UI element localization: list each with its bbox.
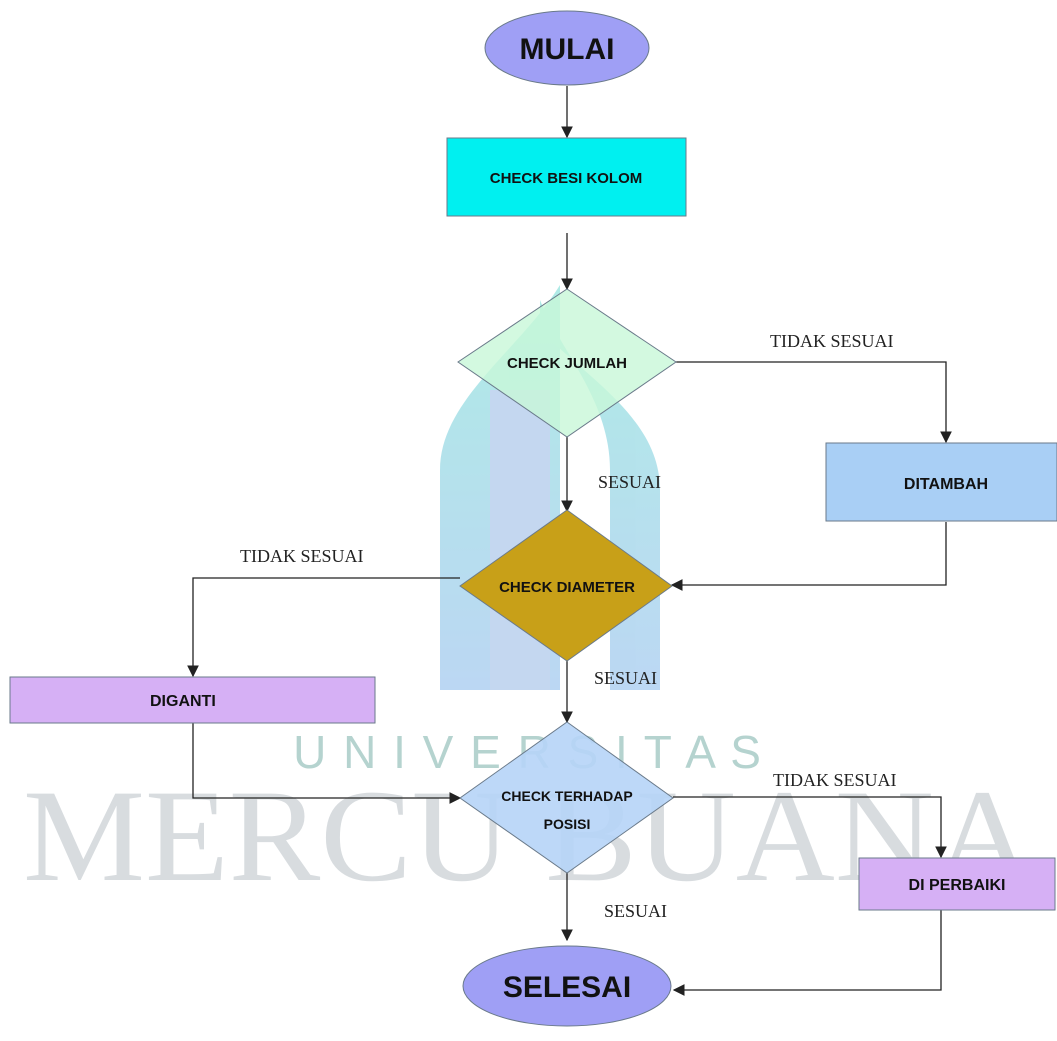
end-label: SELESAI	[503, 971, 631, 1004]
node-check-jumlah: CHECK JUMLAH	[457, 288, 677, 438]
check-besi-process-shape	[446, 137, 687, 217]
label-posisi-sesuai: SESUAI	[604, 901, 667, 921]
di-perbaiki-process-shape	[858, 857, 1056, 911]
node-start: MULAI	[484, 10, 650, 86]
check-posisi-label-line1: CHECK TERHADAP	[501, 788, 632, 804]
label-diameter-sesuai: SESUAI	[594, 668, 657, 688]
label-jumlah-sesuai: SESUAI	[598, 472, 661, 492]
ditambah-label: DITAMBAH	[904, 476, 988, 493]
edge-di-perbaiki-to-selesai	[672, 910, 942, 996]
diganti-process-shape	[9, 676, 376, 724]
edge-jumlah-to-ditambah	[676, 361, 952, 444]
edge-posisi-to-di-perbaiki	[673, 796, 947, 859]
node-diganti: DIGANTI	[9, 676, 376, 724]
check-posisi-label-line2: POSISI	[544, 816, 591, 832]
node-check-diameter: CHECK DIAMETER	[459, 509, 673, 662]
label-diameter-tidak-sesuai: TIDAK SESUAI	[240, 546, 364, 566]
node-di-perbaiki: DI PERBAIKI	[858, 857, 1056, 911]
check-besi-label: CHECK BESI KOLOM	[490, 170, 643, 187]
node-check-posisi: CHECK TERHADAP POSISI	[459, 721, 674, 874]
di-perbaiki-label: DI PERBAIKI	[909, 877, 1006, 894]
ditambah-process-shape	[825, 442, 1057, 522]
check-posisi-decision-shape	[459, 721, 674, 874]
edge-diganti-to-posisi	[192, 722, 462, 804]
check-jumlah-decision-shape	[457, 288, 677, 438]
edges	[187, 86, 952, 996]
diganti-label: DIGANTI	[150, 693, 216, 710]
node-check-besi-kolom: CHECK BESI KOLOM	[446, 137, 687, 217]
check-diameter-label: CHECK DIAMETER	[499, 579, 635, 596]
label-jumlah-tidak-sesuai: TIDAK SESUAI	[770, 331, 894, 351]
label-posisi-tidak-sesuai: TIDAK SESUAI	[773, 770, 897, 790]
check-jumlah-label: CHECK JUMLAH	[507, 355, 627, 372]
node-ditambah: DITAMBAH	[825, 442, 1057, 522]
start-terminal-shape	[484, 10, 650, 86]
check-diameter-decision-shape	[459, 509, 673, 662]
end-terminal-shape	[462, 945, 672, 1027]
node-end: SELESAI	[462, 945, 672, 1027]
edge-diameter-to-diganti	[187, 577, 460, 678]
start-label: MULAI	[520, 33, 615, 66]
edge-ditambah-to-diameter	[670, 522, 947, 591]
